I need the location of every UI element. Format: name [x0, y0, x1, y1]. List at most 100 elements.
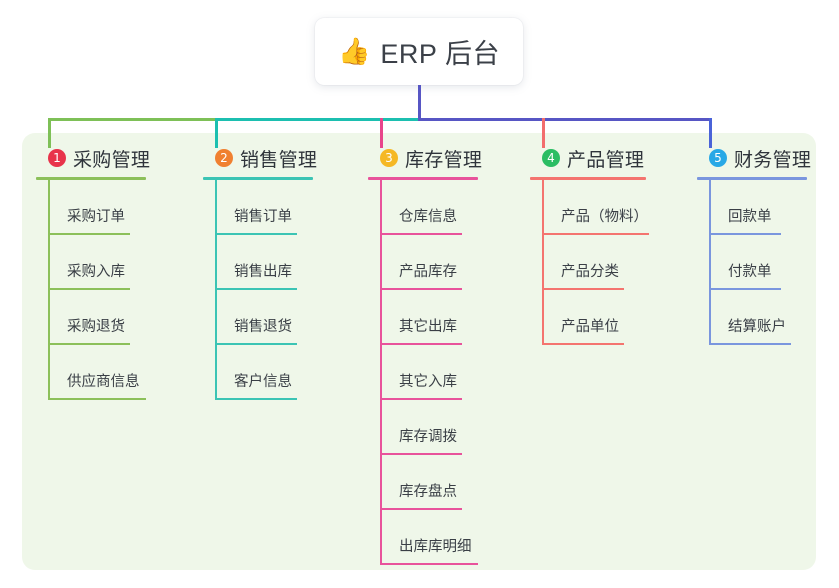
list-item-label: 出库库明细 [399, 539, 472, 555]
list-item[interactable]: 付款单 [697, 235, 811, 290]
column-header-inventory[interactable]: 3 库存管理 [368, 145, 482, 171]
list-item-label: 销售出库 [234, 264, 292, 280]
list-item-rule [380, 233, 462, 235]
list-item-label: 采购退货 [67, 319, 125, 335]
column-inventory: 3 库存管理仓库信息产品库存其它出库其它入库库存调拨库存盘点出库库明细 [368, 145, 482, 565]
column-finance: 5 财务管理回款单付款单结算账户 [697, 145, 811, 345]
list-item-rule [380, 398, 462, 400]
list-item-rule [48, 233, 130, 235]
column-title-finance: 财务管理 [734, 149, 812, 171]
column-badge-purchasing: 1 [48, 149, 66, 167]
list-item[interactable]: 产品库存 [368, 235, 482, 290]
list-item-label: 销售退货 [234, 319, 292, 335]
list-item-rule [48, 398, 146, 400]
list-item-label: 仓库信息 [399, 209, 457, 225]
list-item-label: 其它出库 [399, 319, 457, 335]
list-item-rule [215, 233, 297, 235]
list-item-rule [48, 343, 130, 345]
list-item[interactable]: 采购入库 [36, 235, 150, 290]
list-item[interactable]: 库存盘点 [368, 455, 482, 510]
column-spine-inventory [380, 180, 382, 565]
list-item[interactable]: 销售订单 [203, 180, 317, 235]
list-item-rule [542, 343, 624, 345]
diagram-background-panel [22, 133, 816, 570]
list-item[interactable]: 产品单位 [530, 290, 646, 345]
column-rule-sales [203, 177, 313, 180]
column-rule-product [530, 177, 646, 180]
list-item-label: 库存调拨 [399, 429, 457, 445]
list-item-label: 客户信息 [234, 374, 292, 390]
column-rule-purchasing [36, 177, 146, 180]
root-stem [418, 85, 421, 121]
list-item-rule [215, 343, 297, 345]
list-item-rule [380, 288, 462, 290]
thumbs-up-icon: 👍 [338, 35, 371, 66]
list-item-label: 库存盘点 [399, 484, 457, 500]
list-item-label: 产品单位 [561, 319, 619, 335]
list-item-rule [542, 288, 624, 290]
list-item[interactable]: 采购退货 [36, 290, 150, 345]
column-header-finance[interactable]: 5 财务管理 [697, 145, 811, 171]
column-purchasing: 1 采购管理采购订单采购入库采购退货供应商信息 [36, 145, 150, 400]
list-item[interactable]: 库存调拨 [368, 400, 482, 455]
list-item-rule [709, 343, 791, 345]
drop-sales [215, 118, 218, 148]
column-header-product[interactable]: 4 产品管理 [530, 145, 646, 171]
list-item[interactable]: 销售退货 [203, 290, 317, 345]
column-items-product: 产品（物料）产品分类产品单位 [530, 180, 649, 345]
bar-segment-teal [215, 118, 418, 121]
list-item-rule [542, 233, 649, 235]
list-item[interactable]: 回款单 [697, 180, 811, 235]
list-item-rule [709, 288, 781, 290]
column-items-finance: 回款单付款单结算账户 [697, 180, 811, 345]
list-item-label: 采购订单 [67, 209, 125, 225]
column-spine-product [542, 180, 544, 345]
list-item-label: 销售订单 [234, 209, 292, 225]
list-item-label: 回款单 [728, 209, 772, 225]
list-item[interactable]: 供应商信息 [36, 345, 150, 400]
list-item[interactable]: 出库库明细 [368, 510, 482, 565]
list-item-label: 产品库存 [399, 264, 457, 280]
list-item[interactable]: 产品分类 [530, 235, 646, 290]
list-item-label: 结算账户 [728, 319, 786, 335]
column-rule-inventory [368, 177, 478, 180]
list-item[interactable]: 结算账户 [697, 290, 811, 345]
list-item[interactable]: 采购订单 [36, 180, 150, 235]
list-item[interactable]: 其它入库 [368, 345, 482, 400]
column-badge-finance: 5 [709, 149, 727, 167]
column-badge-product: 4 [542, 149, 560, 167]
column-title-inventory: 库存管理 [405, 149, 483, 171]
list-item[interactable]: 客户信息 [203, 345, 317, 400]
drop-purchasing [48, 118, 51, 148]
column-items-inventory: 仓库信息产品库存其它出库其它入库库存调拨库存盘点出库库明细 [368, 180, 482, 565]
list-item[interactable]: 产品（物料） [530, 180, 649, 235]
list-item-label: 采购入库 [67, 264, 125, 280]
column-title-purchasing: 采购管理 [73, 149, 151, 171]
list-item-rule [380, 508, 462, 510]
list-item-rule [48, 288, 130, 290]
drop-product [542, 118, 545, 148]
column-badge-inventory: 3 [380, 149, 398, 167]
column-title-product: 产品管理 [567, 149, 645, 171]
list-item-rule [380, 563, 478, 565]
root-node[interactable]: 👍 ERP 后台 [315, 18, 523, 85]
list-item-rule [215, 288, 297, 290]
column-items-purchasing: 采购订单采购入库采购退货供应商信息 [36, 180, 150, 400]
list-item-rule [380, 453, 462, 455]
root-node-title: ERP 后台 [380, 39, 500, 69]
list-item-rule [380, 343, 462, 345]
column-header-purchasing[interactable]: 1 采购管理 [36, 145, 150, 171]
column-badge-sales: 2 [215, 149, 233, 167]
list-item-rule [215, 398, 297, 400]
column-spine-purchasing [48, 180, 50, 400]
drop-finance [709, 118, 712, 148]
list-item-label: 供应商信息 [67, 374, 140, 390]
list-item[interactable]: 销售出库 [203, 235, 317, 290]
column-items-sales: 销售订单销售出库销售退货客户信息 [203, 180, 317, 400]
column-spine-finance [709, 180, 711, 345]
list-item[interactable]: 仓库信息 [368, 180, 482, 235]
list-item[interactable]: 其它出库 [368, 290, 482, 345]
list-item-label: 付款单 [728, 264, 772, 280]
